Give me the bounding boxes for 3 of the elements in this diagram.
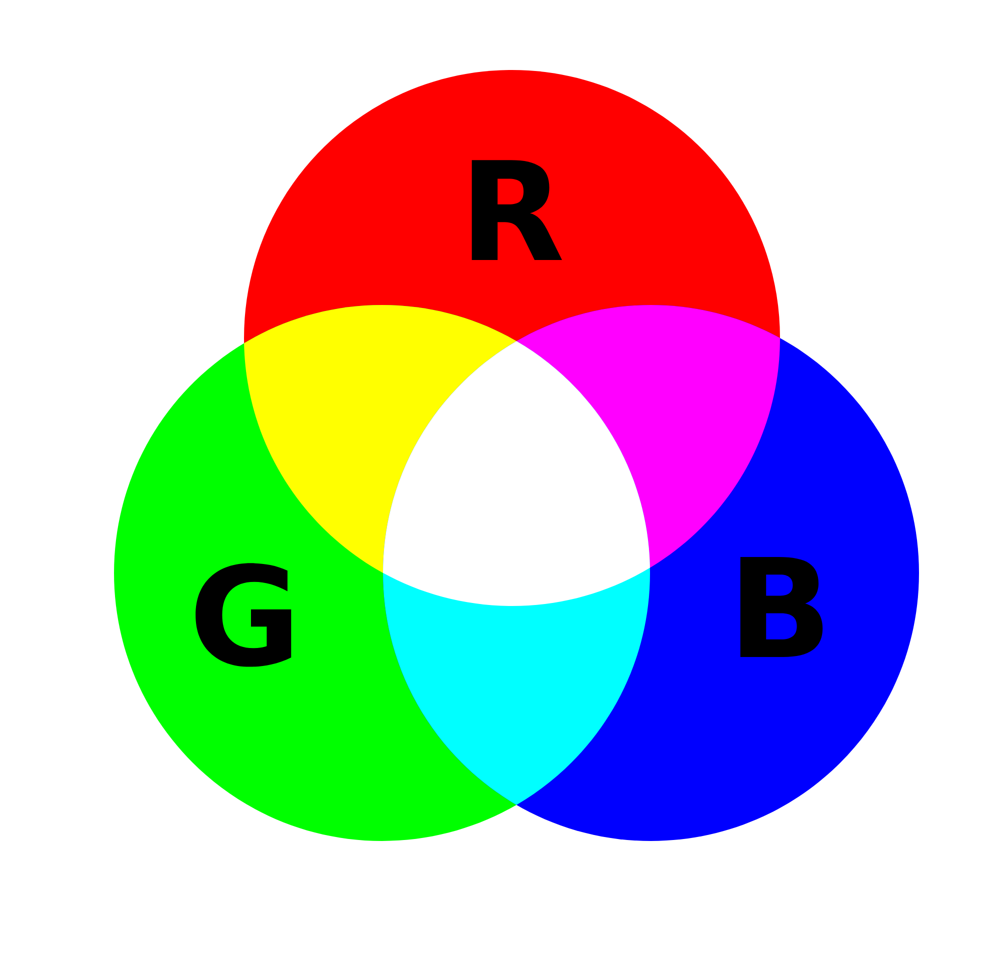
circle-label: R <box>472 160 562 260</box>
circle-label: B <box>740 557 823 657</box>
circle-label: G <box>196 563 292 667</box>
